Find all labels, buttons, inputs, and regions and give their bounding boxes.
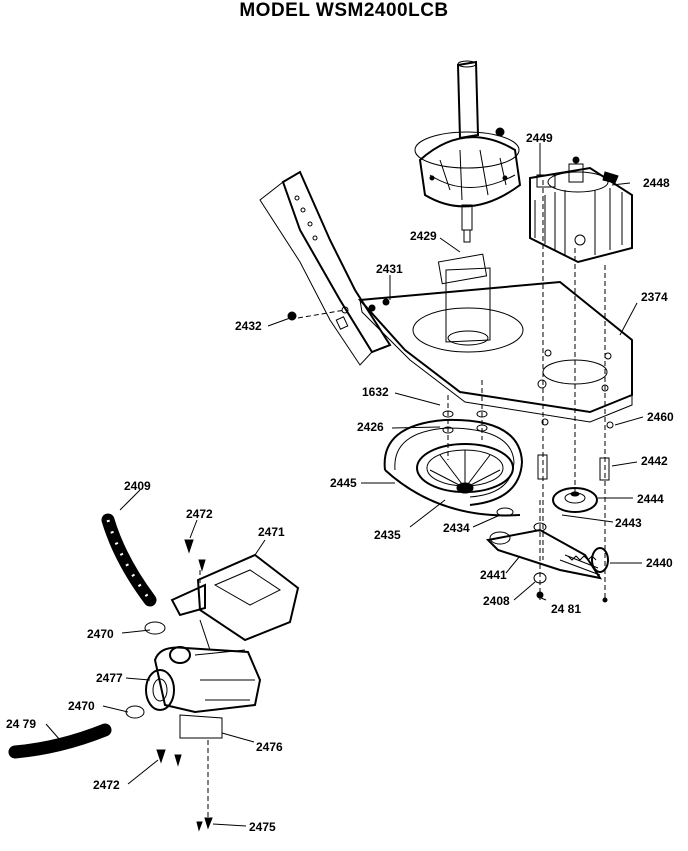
pump-assembly	[125, 553, 300, 739]
callout-2431: 2431	[376, 262, 403, 276]
callout-2470-bottom: 2470	[68, 699, 95, 713]
page-title: MODEL WSM2400LCB	[239, 0, 449, 21]
callout-2449: 2449	[526, 131, 553, 145]
callout-2442: 2442	[641, 454, 668, 468]
mounting-plate	[341, 253, 633, 423]
fasteners	[156, 311, 297, 832]
callout-2479: 24 79	[6, 717, 36, 731]
transmission	[414, 60, 522, 243]
callout-2434: 2434	[443, 521, 470, 535]
idler-arm	[485, 522, 609, 603]
callout-2445: 2445	[330, 476, 357, 490]
callout-1632: 1632	[362, 385, 389, 399]
hose-2479	[8, 723, 112, 759]
callout-2441: 2441	[480, 568, 507, 582]
callout-2426: 2426	[357, 420, 384, 434]
callout-labels: 2449 2448 2429 2431 2374 2432 1632 2426 …	[6, 131, 674, 834]
callout-2444: 2444	[637, 492, 664, 506]
callout-2429: 2429	[410, 229, 437, 243]
hose-2409	[101, 513, 157, 607]
motor-pulley	[537, 418, 614, 513]
callout-2471: 2471	[258, 525, 285, 539]
callout-2448: 2448	[643, 176, 670, 190]
callout-2435: 2435	[374, 528, 401, 542]
callout-2432: 2432	[235, 319, 262, 333]
callout-2409: 2409	[124, 479, 151, 493]
frame-bracket	[259, 170, 392, 366]
callout-2475: 2475	[249, 820, 276, 834]
belt-and-pulley	[383, 410, 524, 517]
callout-2440: 2440	[646, 556, 673, 570]
motor	[529, 156, 633, 264]
callout-2460: 2460	[647, 410, 674, 424]
callout-2374: 2374	[641, 290, 668, 304]
callout-2476: 2476	[256, 740, 283, 754]
callout-2472-bottom: 2472	[93, 778, 120, 792]
callout-2477: 2477	[96, 671, 123, 685]
alignment-lines	[297, 180, 606, 600]
callout-2470-top: 2470	[87, 627, 114, 641]
leader-lines	[45, 143, 644, 827]
callout-2481: 24 81	[551, 602, 581, 616]
callout-2472-top: 2472	[186, 507, 213, 521]
callout-2408: 2408	[483, 594, 510, 608]
callout-2443: 2443	[615, 516, 642, 530]
